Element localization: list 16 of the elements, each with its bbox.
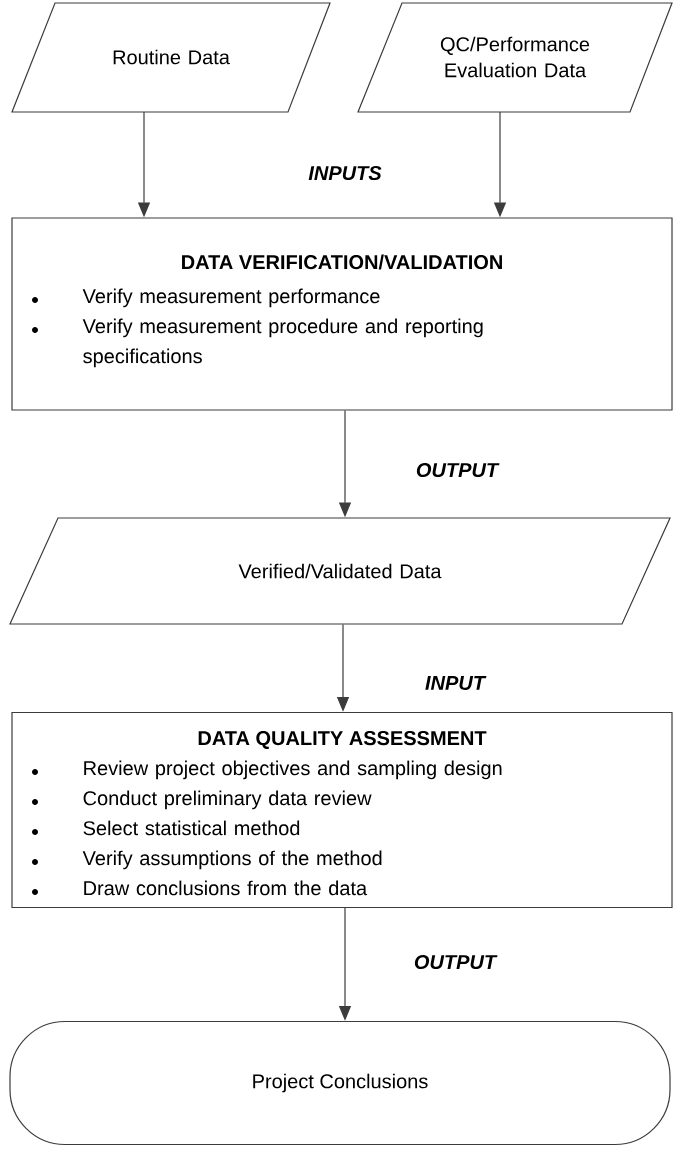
- bullet-item: Draw conclusions from the data: [32, 880, 368, 896]
- box-heading: DATA QUALITY ASSESSMENT: [198, 731, 487, 749]
- bullet-item: Verify measurement performance: [32, 288, 380, 308]
- flow-label: INPUTS: [308, 165, 382, 181]
- data-parallelogram: Routine Data: [11, 2, 331, 113]
- box-heading: DATA VERIFICATION/VALIDATION: [182, 254, 502, 270]
- data-parallelogram: Verified/Validated Data: [9, 517, 671, 625]
- bullet-item: Verify measurement procedure and reporting specifications: [32, 318, 483, 368]
- flow-label: OUTPUT: [416, 462, 500, 478]
- flow-label: INPUT: [425, 676, 487, 690]
- bullet-item: Select statistical method: [32, 820, 300, 836]
- bullet-item: Conduct preliminary data review: [32, 790, 372, 810]
- bullet-item: Review project objectives and sampling design: [32, 760, 502, 780]
- flow-label: OUTPUT: [414, 954, 498, 970]
- data-parallelogram: QC/Performance Evaluation Data: [357, 2, 673, 113]
- bullet-item: Verify assumptions of the method: [32, 850, 382, 870]
